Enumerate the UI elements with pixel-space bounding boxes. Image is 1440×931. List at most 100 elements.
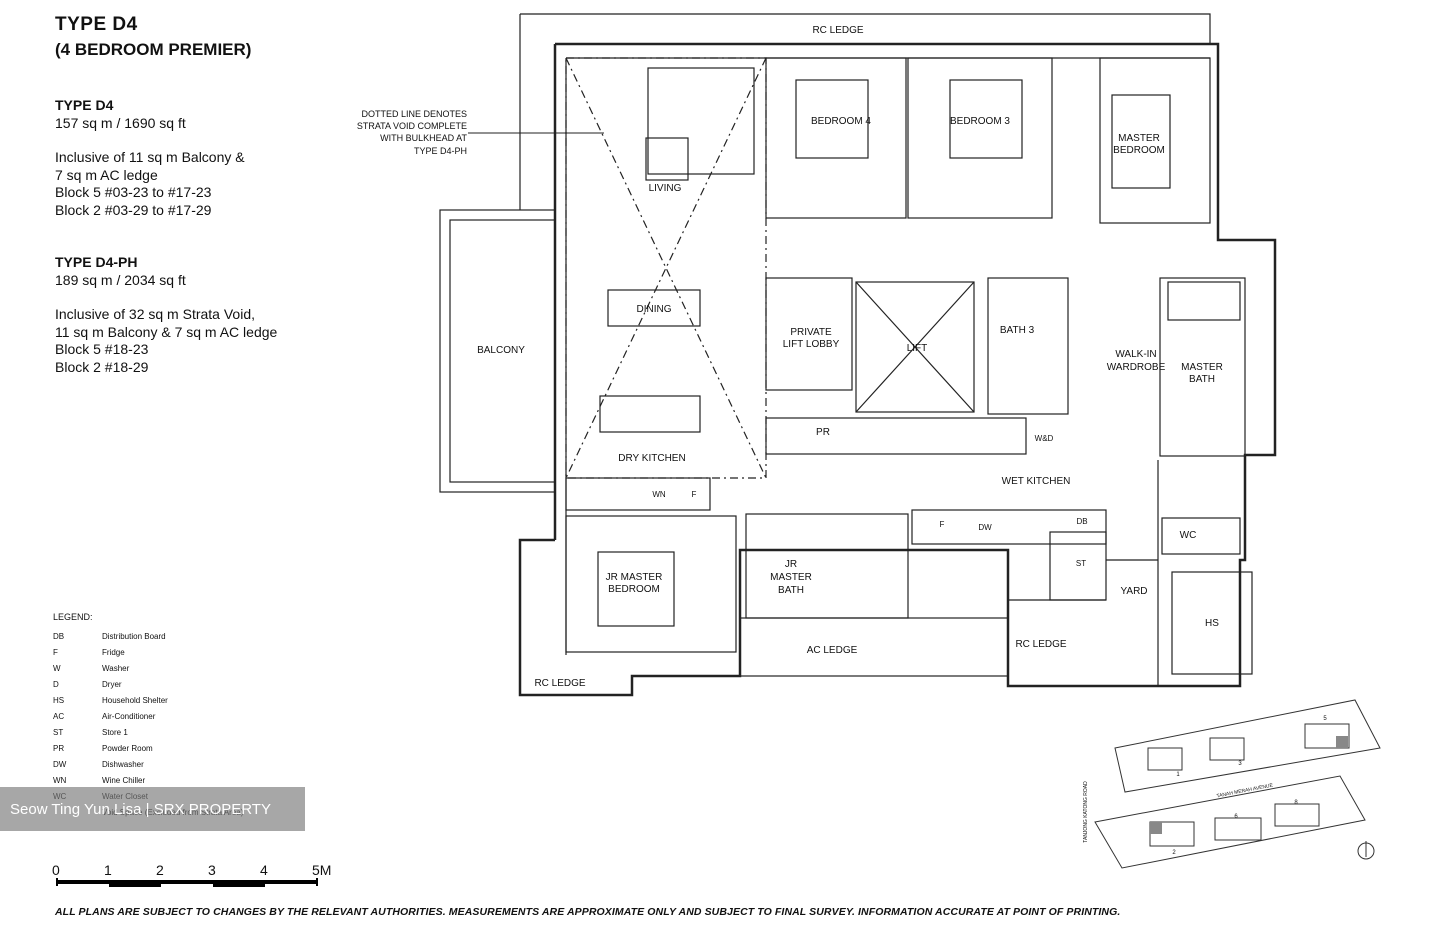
- walk-in-wardrobe-label: WALK-IN: [1115, 349, 1156, 360]
- key-plan: [1094, 699, 1381, 869]
- svg-text:DOTTED LINE DENOTES: DOTTED LINE DENOTES: [361, 109, 467, 119]
- legend-code: AC: [53, 711, 65, 721]
- legend-item: WN Wine Chiller: [53, 772, 243, 788]
- unit-d4ph-area: 189 sq m / 2034 sq ft: [55, 271, 186, 288]
- legend-code: D: [53, 679, 59, 689]
- rc-ledge-top-label: RC LEDGE: [812, 25, 863, 36]
- living-label: LIVING: [649, 183, 682, 194]
- wet-kitchen-label: WET KITCHEN: [1002, 476, 1071, 487]
- unit-d4-block: Block 5 #03-23 to #17-23: [55, 184, 212, 200]
- page-subtitle: (4 BEDROOM PREMIER): [55, 40, 252, 59]
- balcony-label: BALCONY: [477, 345, 525, 356]
- key-plan-highlight: [1336, 736, 1348, 748]
- unit-d4-info: TYPE D4 157 sq m / 1690 sq ft Inclusive …: [55, 97, 245, 219]
- dry-kitchen-label: DRY KITCHEN: [618, 453, 685, 464]
- legend-item: F Fridge: [53, 644, 243, 660]
- watermark: Seow Ting Yun Lisa | SRX PROPERTY: [0, 787, 305, 831]
- jr-master-bedroom-label: JR MASTER: [606, 572, 663, 583]
- unit-d4-note: Inclusive of 11 sq m Balcony &: [55, 149, 245, 165]
- scale-tick-label: 4: [260, 862, 268, 878]
- legend-code: WN: [53, 775, 67, 785]
- legend-item: PR Powder Room: [53, 740, 243, 756]
- legend-code: PR: [53, 743, 65, 753]
- master-bath-label: MASTER: [1181, 362, 1223, 373]
- svg-text:STRATA VOID COMPLETE: STRATA VOID COMPLETE: [357, 121, 467, 131]
- scale-tick-label: 0: [52, 862, 60, 878]
- svg-text:WITH BULKHEAD AT: WITH BULKHEAD AT: [380, 133, 467, 143]
- unit-d4ph-note: 11 sq m Balcony & 7 sq m AC ledge: [55, 323, 278, 340]
- svg-text:8: 8: [1294, 800, 1298, 806]
- legend-code: ST: [53, 727, 64, 737]
- unit-d4ph-block: Block 2 #18-29: [55, 358, 149, 375]
- plan-walls: [439, 13, 1277, 697]
- svg-text:TANAH MERAH AVENUE: TANAH MERAH AVENUE: [1216, 782, 1274, 799]
- unit-d4-note: 7 sq m AC ledge: [55, 166, 158, 183]
- scale-tick-label: 2: [156, 862, 164, 878]
- private-lift-lobby-label: LIFT LOBBY: [783, 339, 840, 350]
- legend-item: D Dryer: [53, 676, 243, 692]
- yard-label: YARD: [1120, 586, 1147, 597]
- void-note: DOTTED LINE DENOTES STRATA VOID COMPLETE…: [357, 109, 468, 156]
- legend-code: F: [53, 647, 58, 657]
- legend-item: HS Household Shelter: [53, 692, 243, 708]
- ac-ledge-label: AC LEDGE: [807, 645, 858, 656]
- master-bedroom-label: BEDROOM: [1113, 145, 1165, 156]
- legend-item: W Washer: [53, 660, 243, 676]
- f-label: F: [692, 490, 697, 499]
- scale-tick-label: 1: [104, 862, 112, 878]
- scale-bar-graphic: [56, 878, 318, 887]
- room-labels: RC LEDGE LIVING DINING BALCONY DRY KITCH…: [477, 25, 1223, 689]
- unit-d4ph-heading: TYPE D4-PH: [55, 254, 138, 270]
- svg-text:1: 1: [1176, 772, 1180, 778]
- legend-label: Fridge: [102, 647, 125, 657]
- wd-label: W&D: [1035, 434, 1054, 443]
- hs-label: HS: [1205, 618, 1219, 629]
- bedroom3-label: BEDROOM 3: [950, 116, 1010, 127]
- scale-tick-label: 5M: [312, 862, 332, 878]
- legend-code: HS: [53, 695, 65, 705]
- key-plan-highlight: [1150, 822, 1162, 834]
- wc-label: WC: [1180, 530, 1197, 541]
- legend-label: Dryer: [102, 679, 122, 689]
- legend-code: W: [53, 663, 61, 673]
- disclaimer: ALL PLANS ARE SUBJECT TO CHANGES BY THE …: [55, 906, 1121, 918]
- st-label: ST: [1076, 559, 1086, 568]
- svg-text:2: 2: [1172, 850, 1176, 856]
- legend-title: LEGEND:: [53, 612, 93, 622]
- page-title: TYPE D4: [55, 14, 138, 35]
- legend-code: DB: [53, 631, 65, 641]
- unit-d4ph-note: Inclusive of 32 sq m Strata Void,: [55, 306, 255, 322]
- bedroom4-label: BEDROOM 4: [811, 116, 871, 127]
- wn-label: WN: [652, 490, 666, 499]
- legend-label: Distribution Board: [102, 631, 166, 641]
- master-bath-label: BATH: [1189, 374, 1215, 385]
- db-label: DB: [1076, 517, 1087, 526]
- legend-label: Household Shelter: [102, 695, 168, 705]
- unit-d4-area: 157 sq m / 1690 sq ft: [55, 114, 186, 131]
- dw-label: DW: [978, 523, 992, 532]
- master-bedroom-label: MASTER: [1118, 133, 1160, 144]
- jr-master-bedroom-label: BEDROOM: [608, 584, 660, 595]
- jr-master-bath-label: JR: [785, 559, 797, 570]
- svg-text:TANJONG KATONG ROAD: TANJONG KATONG ROAD: [1083, 781, 1089, 843]
- legend-label: Store 1: [102, 727, 128, 737]
- legend-label: Powder Room: [102, 743, 153, 753]
- legend-item: DB Distribution Board: [53, 628, 243, 644]
- bath3-label: BATH 3: [1000, 325, 1035, 336]
- svg-text:5: 5: [1323, 716, 1327, 722]
- legend-label: Wine Chiller: [102, 775, 146, 785]
- rc-ledge-right-label: RC LEDGE: [1015, 639, 1066, 650]
- walk-in-wardrobe-label: WARDROBE: [1107, 362, 1166, 373]
- jr-master-bath-label: BATH: [778, 585, 804, 596]
- legend-label: Washer: [102, 663, 130, 673]
- legend-item: DW Dishwasher: [53, 756, 243, 772]
- unit-d4-heading: TYPE D4: [55, 97, 114, 113]
- svg-text:3: 3: [1238, 761, 1242, 767]
- legend-label: Air-Conditioner: [102, 711, 156, 721]
- legend-item: ST Store 1: [53, 724, 243, 740]
- lift-label: LIFT: [907, 343, 928, 354]
- legend-label: Dishwasher: [102, 759, 144, 769]
- scale-bar: 0 1 2 3 4 5M: [50, 862, 350, 892]
- legend-code: DW: [53, 759, 67, 769]
